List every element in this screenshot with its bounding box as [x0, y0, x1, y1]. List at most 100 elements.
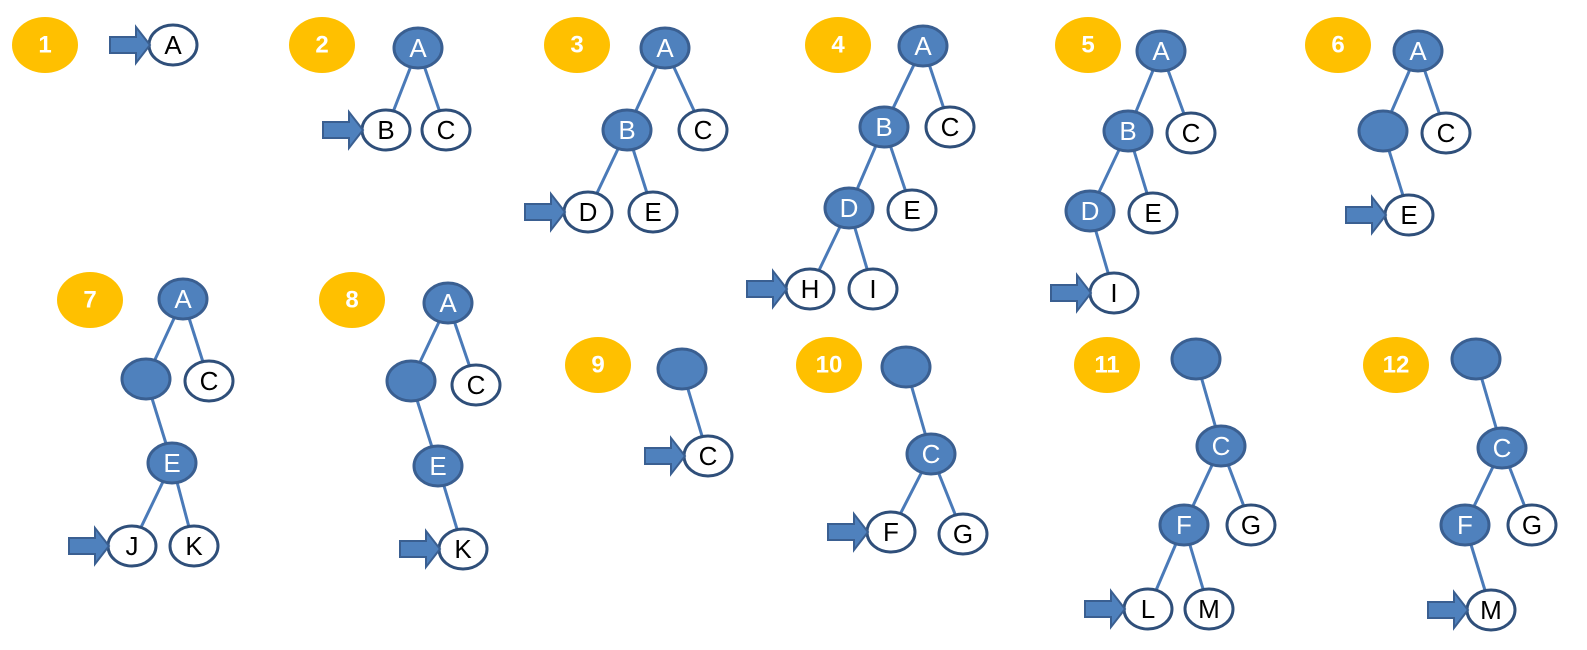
tree-node: C: [682, 434, 734, 478]
tree-node: [1170, 337, 1222, 381]
visited-node-circle: [1158, 503, 1210, 547]
tree-node: D: [562, 190, 614, 234]
step-badge: 7: [57, 272, 123, 328]
unvisited-node-circle: [847, 267, 899, 311]
node-label: J: [126, 531, 139, 561]
visited-node-circle: [146, 441, 198, 485]
node-label: G: [1522, 510, 1542, 540]
unvisited-node-circle: [627, 190, 679, 234]
visited-node-circle: [1195, 424, 1247, 468]
tree-node: C: [450, 363, 502, 407]
tree-node: J: [106, 524, 158, 568]
step-badge: 6: [1305, 17, 1371, 73]
current-node-arrow-icon: [399, 528, 442, 570]
tree-node: C: [1165, 111, 1217, 155]
step-badge-number: 8: [345, 287, 358, 314]
current-node-arrow-icon: [644, 435, 687, 477]
node-label: E: [1144, 198, 1161, 228]
tree-node: C: [183, 359, 235, 403]
current-node-arrow-icon: [109, 24, 152, 66]
step-badge-circle: [1055, 17, 1121, 73]
node-label: B: [875, 112, 892, 142]
visited-node-circle: [1357, 109, 1409, 153]
visited-node-circle: [385, 359, 437, 403]
tree-node: [656, 347, 708, 391]
tree-node: E: [886, 188, 938, 232]
step-badge: 4: [805, 17, 871, 73]
tree-node: G: [1225, 503, 1277, 547]
step-badge-number: 10: [816, 352, 843, 379]
unvisited-node-circle: [1183, 587, 1235, 631]
node-label: C: [1437, 118, 1456, 148]
node-label: F: [1176, 510, 1192, 540]
step-badge-circle: [289, 17, 355, 73]
step-badge-number: 2: [315, 32, 328, 59]
step-badge-number: 5: [1081, 32, 1094, 59]
unvisited-node-circle: [1127, 191, 1179, 235]
step-badge-number: 6: [1331, 32, 1344, 59]
tree-node: B: [360, 108, 412, 152]
tree-node: E: [627, 190, 679, 234]
tree-node: E: [1383, 193, 1435, 237]
current-node-arrow-icon: [1427, 589, 1470, 631]
step-badge: 8: [319, 272, 385, 328]
visited-node-circle: [858, 105, 910, 149]
unvisited-node-circle: [886, 188, 938, 232]
visited-node-circle: [601, 108, 653, 152]
tree-node: I: [847, 267, 899, 311]
step-9-tree: 9C: [565, 337, 734, 478]
tree-node: L: [1122, 587, 1174, 631]
step-badge-circle: [1305, 17, 1371, 73]
node-label: C: [1182, 118, 1201, 148]
visited-node-circle: [880, 345, 932, 389]
current-node-arrow-icon: [322, 109, 365, 151]
step-badge: 11: [1074, 337, 1140, 393]
node-label: G: [953, 519, 973, 549]
visited-node-circle: [392, 26, 444, 70]
tree-node: [1357, 109, 1409, 153]
unvisited-node-circle: [420, 108, 472, 152]
node-label: E: [903, 195, 920, 225]
node-label: A: [409, 33, 427, 63]
step-badge-number: 3: [570, 32, 583, 59]
tree-node: E: [412, 444, 464, 488]
step-badge-number: 9: [591, 352, 604, 379]
unvisited-node-circle: [183, 359, 235, 403]
tree-node: A: [147, 23, 199, 67]
step-badge-circle: [805, 17, 871, 73]
node-label: E: [163, 448, 180, 478]
node-label: F: [1457, 510, 1473, 540]
tree-node: [120, 357, 172, 401]
node-label: C: [467, 370, 486, 400]
step-badge-number: 12: [1383, 352, 1410, 379]
node-label: C: [437, 115, 456, 145]
tree-node: I: [1088, 271, 1140, 315]
tree-node: [1450, 337, 1502, 381]
visited-node-circle: [1102, 109, 1154, 153]
node-label: C: [922, 439, 941, 469]
tree-node: A: [392, 26, 444, 70]
node-label: A: [174, 284, 192, 314]
step-badge: 5: [1055, 17, 1121, 73]
step-badge-circle: [1363, 337, 1429, 393]
tree-node: H: [784, 267, 836, 311]
current-node-arrow-icon: [524, 191, 567, 233]
node-label: A: [1152, 36, 1170, 66]
node-label: I: [869, 274, 876, 304]
tree-node: C: [924, 105, 976, 149]
current-node-arrow-icon: [827, 511, 870, 553]
unvisited-node-circle: [1506, 503, 1558, 547]
tree-node: C: [420, 108, 472, 152]
step-badge-number: 11: [1094, 352, 1119, 379]
tree-node: C: [905, 432, 957, 476]
visited-node-circle: [1135, 29, 1187, 73]
tree-node: F: [1439, 503, 1491, 547]
visited-node-circle: [1170, 337, 1222, 381]
node-label: K: [454, 534, 472, 564]
step-badge-circle: [319, 272, 385, 328]
visited-node-circle: [897, 24, 949, 68]
